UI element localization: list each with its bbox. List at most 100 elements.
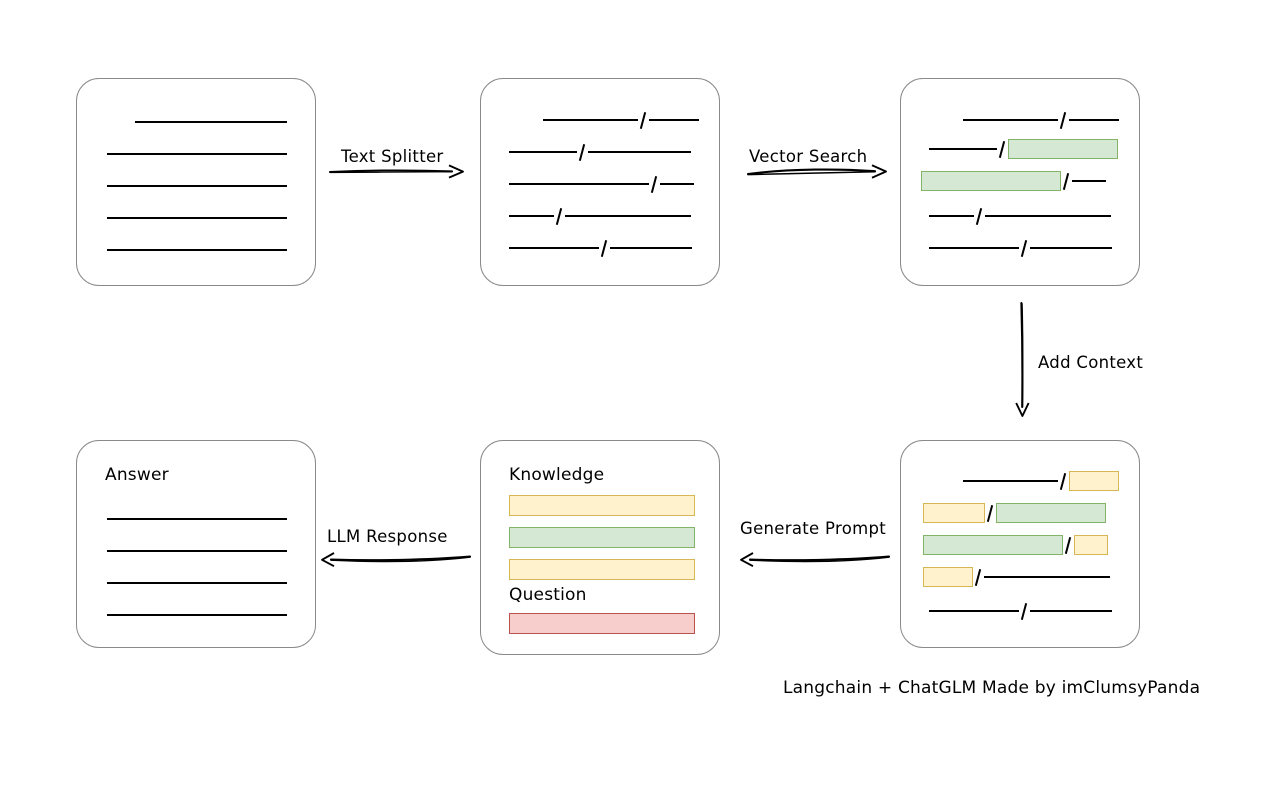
chunk-line [649, 119, 699, 121]
chunk-line [984, 576, 1110, 578]
chunk-line [929, 610, 1019, 612]
doc-row [929, 601, 1112, 621]
edge-label-text-splitter: Text Splitter [341, 147, 444, 166]
chunk-separator-icon [997, 140, 1008, 159]
chunk-line [565, 215, 691, 217]
chunk-highlight-green [1008, 139, 1118, 159]
chunk-line [509, 151, 577, 153]
doc-row [509, 174, 694, 194]
knowledge-bar [509, 527, 695, 548]
chunk-separator-icon [554, 207, 565, 226]
node-answer[interactable]: Answer [76, 440, 316, 648]
chunk-highlight-yellow [923, 567, 973, 587]
knowledge-label: Knowledge [509, 465, 605, 485]
text-line-segment [107, 249, 287, 251]
text-line-segment [107, 153, 287, 155]
answer-label: Answer [105, 465, 169, 485]
chunk-highlight-yellow [923, 503, 985, 523]
chunk-line [963, 480, 1058, 482]
chunk-line [1030, 247, 1112, 249]
doc-line [107, 208, 287, 228]
chunk-highlight-green [923, 535, 1063, 555]
doc-row [921, 171, 1106, 191]
doc-row [501, 110, 699, 130]
chunk-line [509, 215, 554, 217]
edge-label-add-context: Add Context [1038, 353, 1144, 372]
doc-row [929, 206, 1111, 226]
doc-row [923, 567, 1110, 587]
doc-row [921, 110, 1119, 130]
chunk-line [588, 151, 691, 153]
chunk-highlight-yellow [1069, 471, 1119, 491]
doc-row [929, 139, 1118, 159]
edge-add-context [1012, 301, 1034, 417]
node-source-document[interactable] [76, 78, 316, 286]
chunk-line [543, 119, 638, 121]
chunk-highlight-yellow [1074, 535, 1108, 555]
doc-row [923, 503, 1106, 523]
answer-line [107, 509, 287, 529]
chunk-highlight-green [921, 171, 1061, 191]
chunk-separator-icon [1019, 602, 1030, 621]
doc-line [107, 144, 287, 164]
chunk-separator-icon [649, 175, 660, 194]
text-line-segment [107, 217, 287, 219]
chunk-separator-icon [1063, 536, 1074, 555]
answer-line [107, 541, 287, 561]
chunk-line [929, 247, 1019, 249]
chunk-line [660, 183, 694, 185]
node-split-document[interactable] [480, 78, 720, 286]
chunk-line [1069, 119, 1119, 121]
edge-vector-search [746, 160, 888, 182]
doc-row [509, 238, 692, 258]
knowledge-bar [509, 495, 695, 516]
edge-label-vector-search: Vector Search [749, 147, 868, 166]
text-line-segment [107, 185, 287, 187]
edge-llm-response [321, 548, 472, 570]
chunk-line [929, 148, 997, 150]
chunk-separator-icon [1061, 172, 1072, 191]
chunk-line [929, 215, 974, 217]
doc-row [509, 142, 691, 162]
question-label: Question [509, 585, 587, 605]
chunk-line [509, 247, 599, 249]
doc-line [107, 176, 287, 196]
doc-row [923, 535, 1108, 555]
chunk-separator-icon [974, 207, 985, 226]
edge-generate-prompt [740, 548, 891, 570]
chunk-line [1072, 180, 1106, 182]
chunk-line [1030, 610, 1112, 612]
text-line-segment [135, 121, 287, 123]
chunk-separator-icon [638, 111, 649, 130]
chunk-separator-icon [1058, 111, 1069, 130]
chunk-line [509, 183, 649, 185]
chunk-separator-icon [1058, 472, 1069, 491]
chunk-separator-icon [1019, 239, 1030, 258]
chunk-highlight-green [996, 503, 1106, 523]
knowledge-bar [509, 559, 695, 580]
footer-credit: Langchain + ChatGLM Made by imClumsyPand… [783, 678, 1201, 698]
edge-label-llm-response: LLM Response [327, 527, 448, 546]
doc-row [509, 206, 691, 226]
doc-row [929, 238, 1112, 258]
node-context-document[interactable] [900, 440, 1140, 648]
edge-label-generate-prompt: Generate Prompt [740, 519, 886, 538]
chunk-line [985, 215, 1111, 217]
text-line-segment [107, 518, 287, 520]
doc-line [135, 112, 287, 132]
text-line-segment [107, 550, 287, 552]
node-retrieved-document[interactable] [900, 78, 1140, 286]
chunk-separator-icon [599, 239, 610, 258]
edge-text-splitter [328, 160, 465, 182]
doc-row [921, 471, 1119, 491]
chunk-separator-icon [577, 143, 588, 162]
answer-line [107, 573, 287, 593]
text-line-segment [107, 582, 287, 584]
doc-line [107, 240, 287, 260]
chunk-line [963, 119, 1058, 121]
answer-line [107, 605, 287, 625]
chunk-separator-icon [973, 568, 984, 587]
node-prompt[interactable]: Knowledge Question [480, 440, 720, 655]
chunk-separator-icon [985, 504, 996, 523]
